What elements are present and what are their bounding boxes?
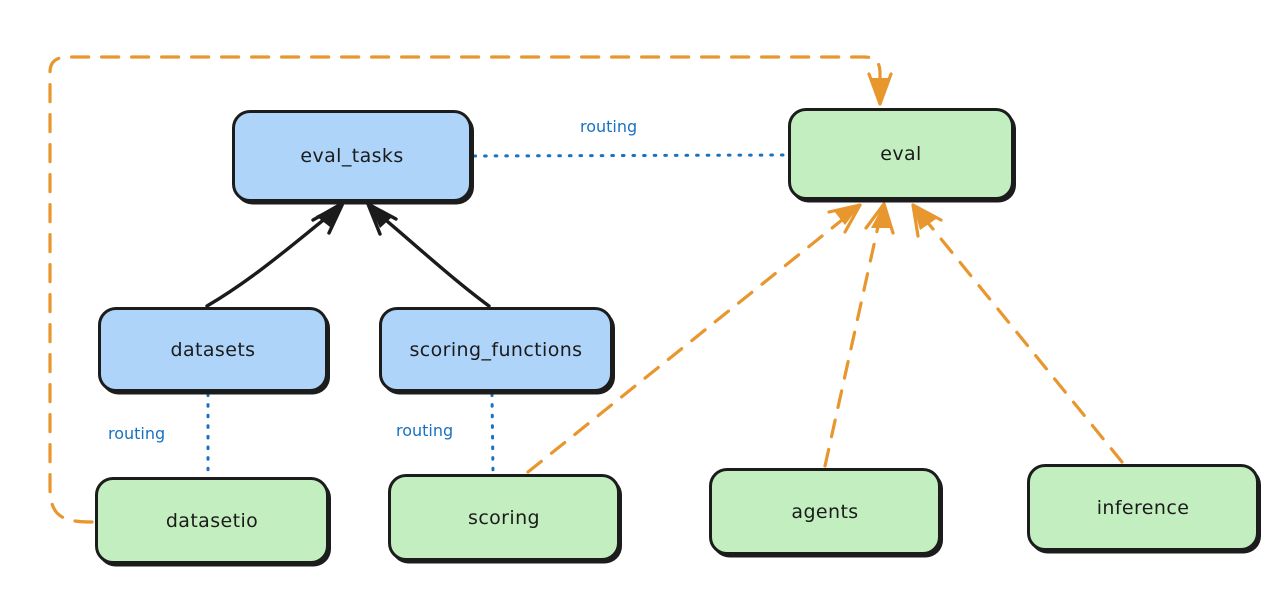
node-datasets[interactable]: datasets bbox=[98, 307, 328, 392]
edge-datasets-to-eval-tasks bbox=[205, 201, 345, 308]
node-label-inference: inference bbox=[1096, 496, 1190, 519]
edge-agents-to-eval bbox=[823, 202, 895, 468]
node-scoring[interactable]: scoring bbox=[388, 474, 620, 561]
node-label-eval-tasks: eval_tasks bbox=[300, 145, 404, 167]
node-scoring-functions[interactable]: scoring_functions bbox=[379, 307, 613, 392]
node-inference[interactable]: inference bbox=[1027, 464, 1259, 551]
edge-inference-to-eval bbox=[911, 203, 1124, 464]
node-label-scoring-functions: scoring_functions bbox=[409, 338, 583, 361]
node-datasetio[interactable]: datasetio bbox=[95, 477, 329, 564]
node-eval-tasks[interactable]: eval_tasks bbox=[232, 110, 472, 202]
node-eval[interactable]: eval bbox=[788, 108, 1014, 200]
node-label-datasetio: datasetio bbox=[165, 509, 259, 532]
edge-label-routing-scoring-functions-scoring: routing bbox=[396, 421, 454, 440]
edge-eval-tasks-to-eval bbox=[472, 153, 786, 158]
edge-label-routing-datasets-datasetio: routing bbox=[108, 424, 166, 443]
node-label-datasets: datasets bbox=[170, 338, 256, 361]
node-agents[interactable]: agents bbox=[709, 468, 941, 555]
edge-label-routing-eval-tasks-eval: routing bbox=[580, 117, 638, 136]
node-label-scoring: scoring bbox=[468, 506, 540, 529]
node-label-agents: agents bbox=[791, 500, 859, 523]
edge-scoring-functions-to-scoring bbox=[490, 392, 495, 474]
edge-scoring-functions-to-eval-tasks bbox=[366, 202, 491, 308]
node-label-eval: eval bbox=[880, 143, 922, 165]
